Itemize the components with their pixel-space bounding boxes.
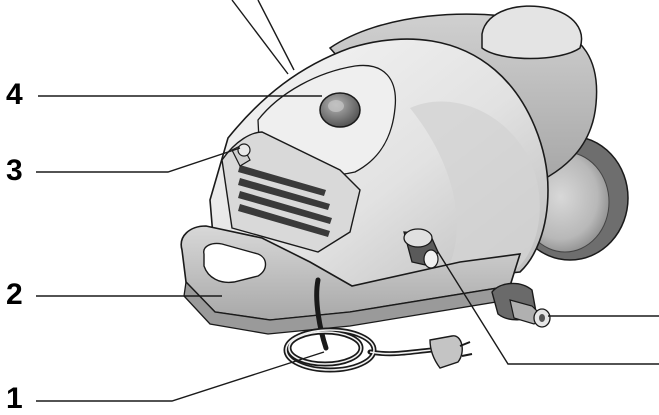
callout-number-1: 1	[6, 384, 23, 414]
callout-number-3: 3	[6, 156, 23, 186]
callout-number-4: 4	[6, 80, 23, 110]
leader-1	[36, 352, 324, 401]
rear-dome	[482, 6, 582, 58]
top-knob	[320, 93, 360, 127]
water-inlet-coupling	[492, 283, 550, 327]
power-plug	[430, 336, 472, 368]
callout-number-2: 2	[6, 280, 23, 310]
upper-leader-lines	[232, 0, 294, 74]
leader-3	[36, 148, 240, 172]
